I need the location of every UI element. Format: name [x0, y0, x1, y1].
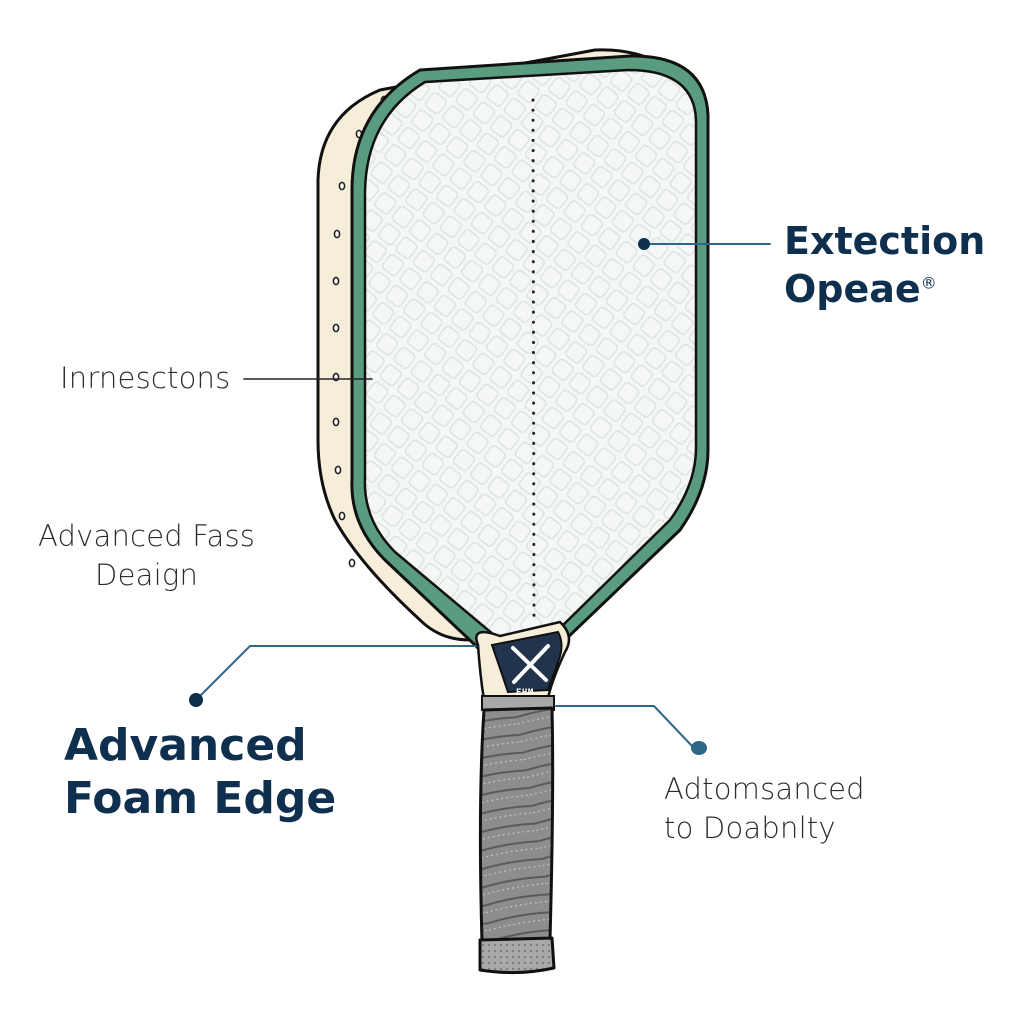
advanced-face-design-label: Advanced Fass Deaign — [38, 517, 255, 596]
exit-label-line-1: Extection — [784, 219, 986, 263]
durability-line-2: to Doabnlty — [664, 811, 836, 846]
durability-label: Adtomsanced to Doabnlty — [664, 770, 865, 849]
leader-foam-edge — [195, 645, 477, 701]
foam-edge-label: Advanced Foam Edge — [64, 720, 336, 826]
exit-label-line-2-text: Opeae — [784, 266, 921, 311]
durability-line-1: Adtomsanced — [664, 772, 865, 806]
throat-badge-text: EHM — [516, 688, 534, 698]
handle-butt-cap — [478, 936, 556, 975]
registered-mark: ® — [920, 273, 937, 293]
leader-dots — [189, 238, 707, 755]
advanced-face-line-1: Advanced Fass — [38, 519, 256, 553]
callout-leaders — [195, 243, 771, 747]
foam-edge-line-1: Advanced — [64, 720, 307, 771]
leader-durability — [555, 705, 693, 747]
throat-x-logo — [511, 644, 550, 684]
foam-edge-line-2: Foam Edge — [64, 772, 337, 824]
exit-opening-label: Extection Opeae® — [784, 218, 985, 314]
intersections-label: Inrnesctons — [60, 361, 231, 395]
advanced-face-line-2: Deaign — [95, 558, 199, 593]
handle-grip — [478, 706, 555, 944]
exit-label-line-2: Opeae® — [784, 266, 985, 314]
